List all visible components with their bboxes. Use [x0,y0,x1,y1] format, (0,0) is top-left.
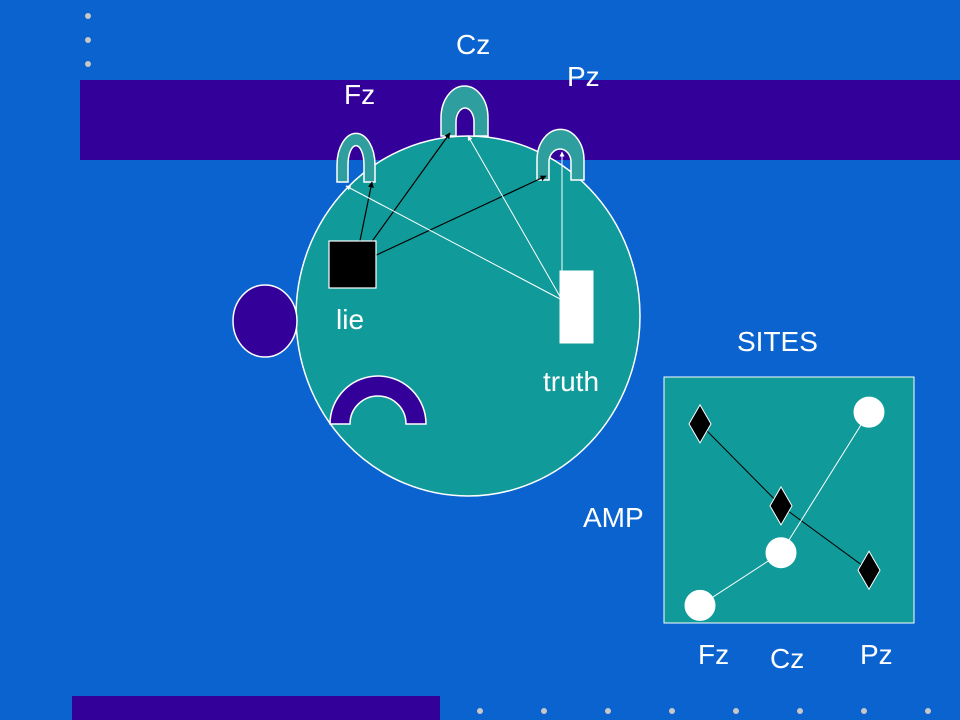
mouth-arc [329,375,427,425]
ear [232,284,298,358]
series-1-point-fz [688,403,712,444]
series-2-point-pz [853,396,885,428]
lie-marker-square [328,240,377,289]
bullet-dot [797,708,803,714]
truth-arrow-fz [345,185,563,301]
bullet-dot [477,708,483,714]
series-1-segment [699,423,782,507]
x-tick-label-fz: Fz [698,639,730,670]
truth-arrow-cz [467,135,563,301]
bullet-dot [85,37,91,43]
electrode-pz [536,128,585,181]
bullet-dot [669,708,675,714]
series-2-point-fz [684,589,716,621]
series-2-segment [780,411,870,553]
bullet-dot [85,13,91,19]
series-2-point-cz [765,537,797,569]
electrode-cz [440,85,489,137]
bullet-dot [861,708,867,714]
lie-label: lie [336,304,365,335]
truth-label: truth [543,366,600,397]
lie-arrow-pz [354,175,547,266]
x-tick-label-cz: Cz [770,643,805,674]
bullet-dot [605,708,611,714]
series-1-point-cz [769,485,793,526]
bullet-dot [733,708,739,714]
bullet-dot [925,708,931,714]
electrode-fz [336,132,376,183]
bullet-dot [85,61,91,67]
series-1-segment [780,505,870,571]
electrode-label-pz: Pz [567,61,600,92]
x-tick-label-pz: Pz [860,639,893,670]
bullet-dot [541,708,547,714]
chart-marks [684,396,885,621]
series-1-point-pz [857,550,881,591]
bottom-band [72,696,440,720]
chart-title: SITES [737,326,818,357]
series-2-segment [699,552,782,606]
y-axis-label: AMP [583,502,644,533]
electrode-label-fz: Fz [344,79,376,110]
electrode-label-cz: Cz [456,29,491,60]
truth-marker-bar [559,270,594,344]
